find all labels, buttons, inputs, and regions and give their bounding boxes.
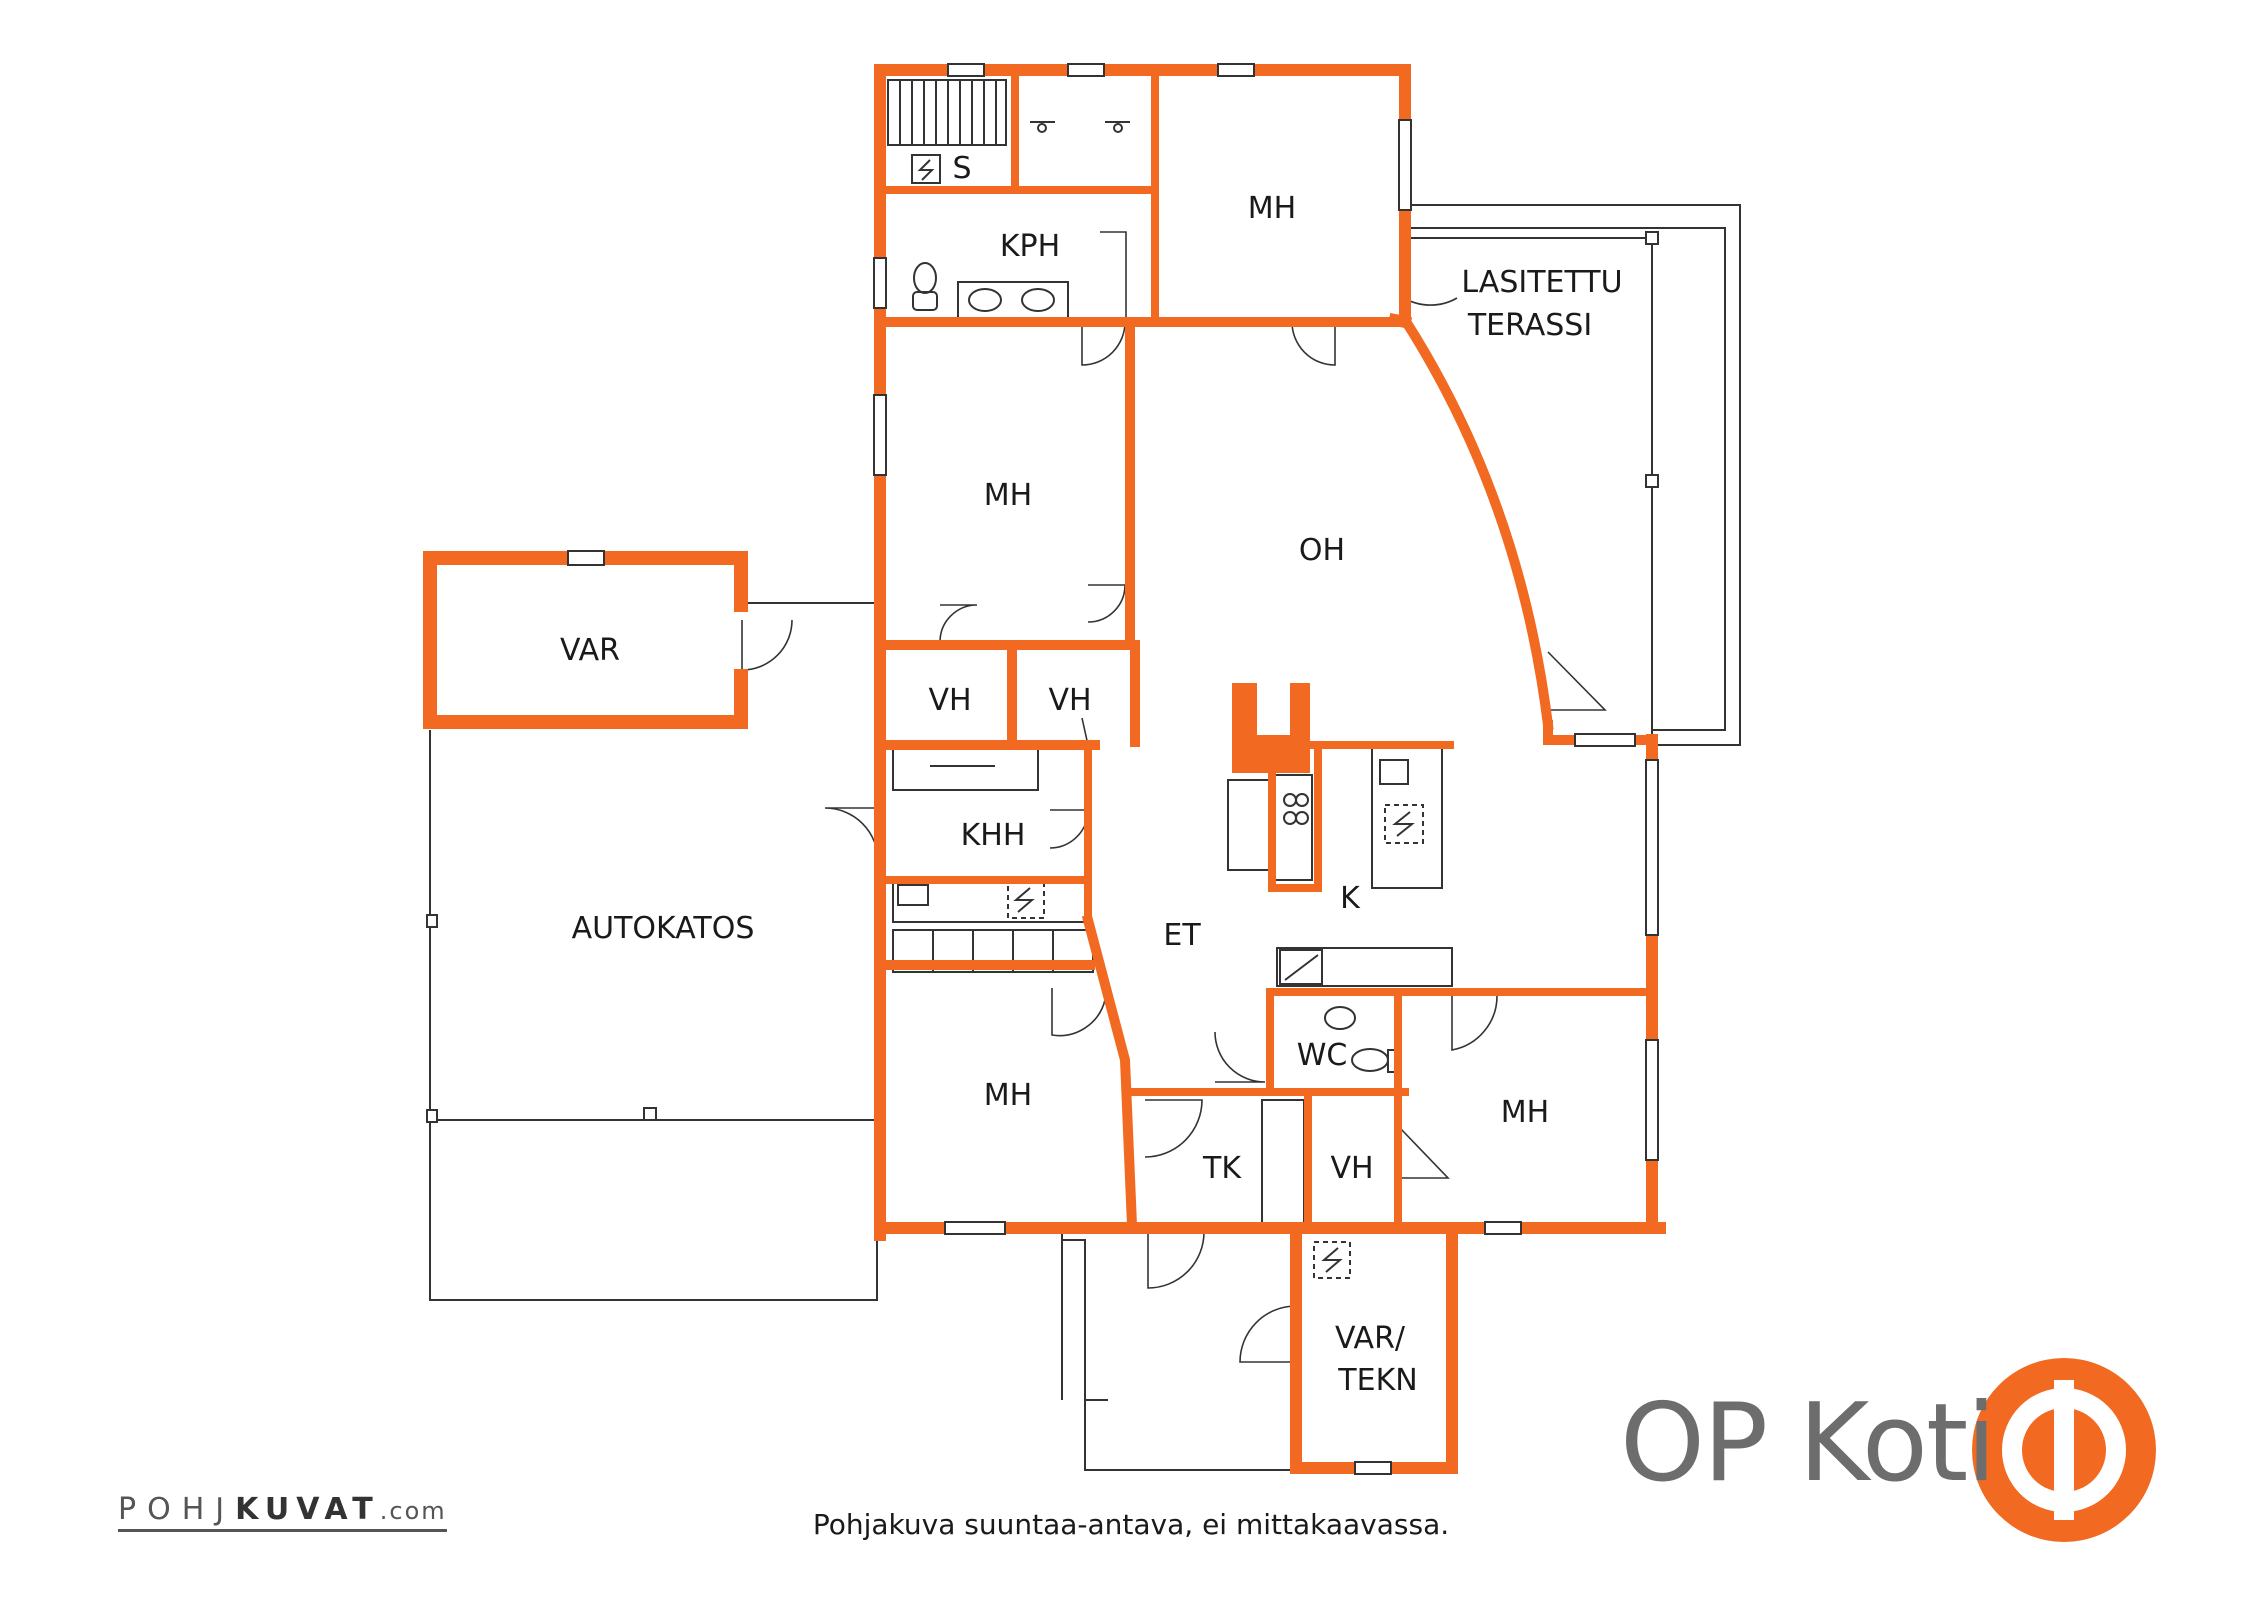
- room-label-mh-top: MH: [1248, 191, 1296, 226]
- room-label-lasitettu: LASITETTU: [1461, 265, 1622, 300]
- toilet-icon: [912, 262, 938, 311]
- watermark-part-3: .com: [379, 1497, 447, 1525]
- utility-room-fixtures: [892, 747, 1094, 973]
- room-label-s: S: [952, 151, 971, 186]
- room-label-vh-1: VH: [928, 683, 971, 718]
- porch-outline: [1061, 1230, 1295, 1471]
- kitchen-fixtures: [1227, 747, 1453, 987]
- bathroom-sinks: [957, 281, 1069, 319]
- shower-icon: [1030, 121, 1130, 133]
- carport-outline: [426, 602, 878, 1301]
- room-label-mh-bottom-right: MH: [1501, 1095, 1549, 1130]
- room-label-autokatos: AUTOKATOS: [572, 911, 755, 946]
- room-label-terassi: TERASSI: [1467, 308, 1592, 343]
- op-logo-icon: [1972, 1358, 2156, 1542]
- windows: [567, 63, 1659, 1475]
- room-label-mh-left: MH: [984, 478, 1032, 513]
- brand-name: OP Koti: [1620, 1381, 1996, 1506]
- watermark-part-1: POHJ: [118, 1492, 236, 1527]
- room-label-tk: TK: [1202, 1151, 1242, 1186]
- disclaimer-caption: Pohjakuva suuntaa-antava, ei mittakaavas…: [812, 1508, 1450, 1541]
- room-label-vh-2: VH: [1048, 683, 1091, 718]
- room-label-mh-bottom-left: MH: [984, 1078, 1032, 1113]
- room-label-wc: WC: [1297, 1038, 1348, 1073]
- room-label-var-tekn-2: TEKN: [1337, 1363, 1417, 1398]
- door-swings: [741, 231, 1607, 1363]
- stairs: [887, 79, 1007, 146]
- room-label-kph: KPH: [1000, 229, 1060, 264]
- room-label-vh-3: VH: [1330, 1151, 1373, 1186]
- room-label-oh: OH: [1299, 533, 1345, 568]
- watermark-part-2: KUVAT: [235, 1492, 380, 1527]
- room-label-k: K: [1340, 881, 1361, 916]
- room-label-et: ET: [1163, 918, 1201, 953]
- terrace-outline: [1400, 204, 1741, 746]
- room-label-khh: KHH: [961, 818, 1026, 853]
- sauna-stove-icon: [911, 154, 941, 184]
- room-label-var-tekn-1: VAR/: [1335, 1321, 1406, 1356]
- room-label-var-garage: VAR: [560, 633, 620, 668]
- watermark: POHJKUVAT.com: [118, 1492, 447, 1532]
